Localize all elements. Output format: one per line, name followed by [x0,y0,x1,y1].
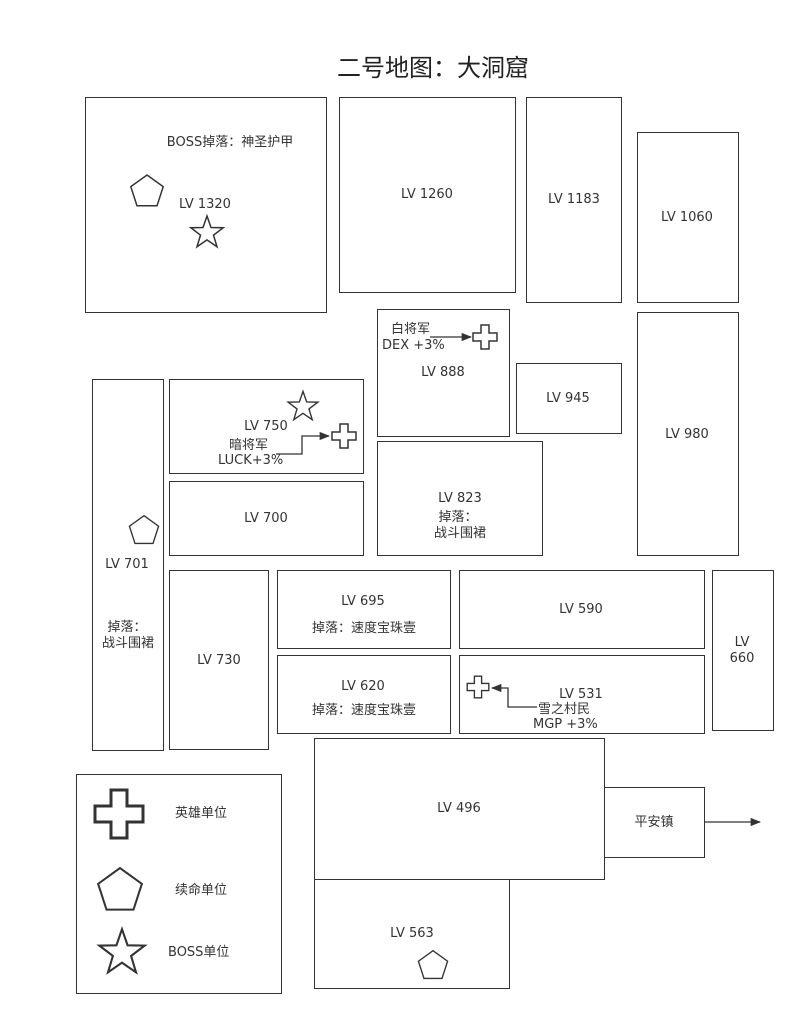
room-lv945-level: LV 945 [546,391,590,406]
room-lv695-drop: 掉落：速度宝珠壹 [311,621,417,636]
legend-revive-label: 续命单位 [175,883,228,898]
room-lv531-level: LV 531 [559,687,603,702]
room-lv701-drop-item: 战斗围裙 [101,636,155,651]
room-lv823 [377,441,543,556]
room-lv700-level: LV 700 [244,511,288,526]
room-lv1060 [637,132,739,303]
hero-dark-general-bonus: LUCK+3% [218,453,284,468]
room-lv590-level: LV 590 [559,602,603,617]
legend-boss-label: BOSS单位 [168,945,230,960]
room-lv730-level: LV 730 [197,653,241,668]
room-town [604,787,705,858]
room-lv730 [169,570,269,750]
room-lv1183-level: LV 1183 [548,192,600,207]
hero-snow-villager-name: 雪之村民 [538,702,591,717]
room-lv590 [459,570,705,649]
room-lv563-level: LV 563 [390,926,434,941]
room-lv700 [169,481,364,556]
room-lv701-drop-label: 掉落： [107,620,147,635]
hero-dark-general-name: 暗将军 [229,438,269,453]
room-lv823-drop-item: 战斗围裙 [433,526,487,541]
room-lv563 [314,879,510,989]
room-lv701 [92,379,164,751]
room-lv695 [277,570,451,649]
room-lv1183 [526,97,622,303]
town-name: 平安镇 [634,815,674,830]
room-lv888-level: LV 888 [421,365,465,380]
room-lv1320 [85,97,327,313]
room-lv660-level-b: 660 [729,651,755,666]
room-lv620-drop: 掉落：速度宝珠壹 [311,703,417,718]
room-lv620 [277,655,451,734]
hero-snow-villager-bonus: MGP +3% [533,717,598,732]
room-lv980-level: LV 980 [665,427,709,442]
room-lv1320-level: LV 1320 [179,197,231,212]
map-title: 二号地图：大洞窟 [337,54,529,82]
room-lv1060-level: LV 1060 [661,210,713,225]
room-lv823-level: LV 823 [438,491,482,506]
room-lv695-level: LV 695 [341,594,385,609]
room-lv620-level: LV 620 [341,679,385,694]
room-lv496 [314,738,605,880]
room-lv1260 [339,97,516,293]
room-lv701-level: LV 701 [105,557,149,572]
room-lv660-level-a: LV [734,635,750,650]
legend-hero-label: 英雄单位 [175,806,228,821]
room-lv1320-drop: BOSS掉落：神圣护甲 [166,135,294,150]
room-lv750-level: LV 750 [244,419,288,434]
room-lv980 [637,312,739,556]
hero-white-general-name: 白将军 [391,322,431,337]
room-lv1260-level: LV 1260 [401,187,453,202]
room-lv945 [516,363,622,434]
room-lv660 [712,570,774,731]
room-lv496-level: LV 496 [437,801,481,816]
room-lv823-drop-label: 掉落： [438,510,478,525]
hero-white-general-bonus: DEX +3% [382,338,445,353]
